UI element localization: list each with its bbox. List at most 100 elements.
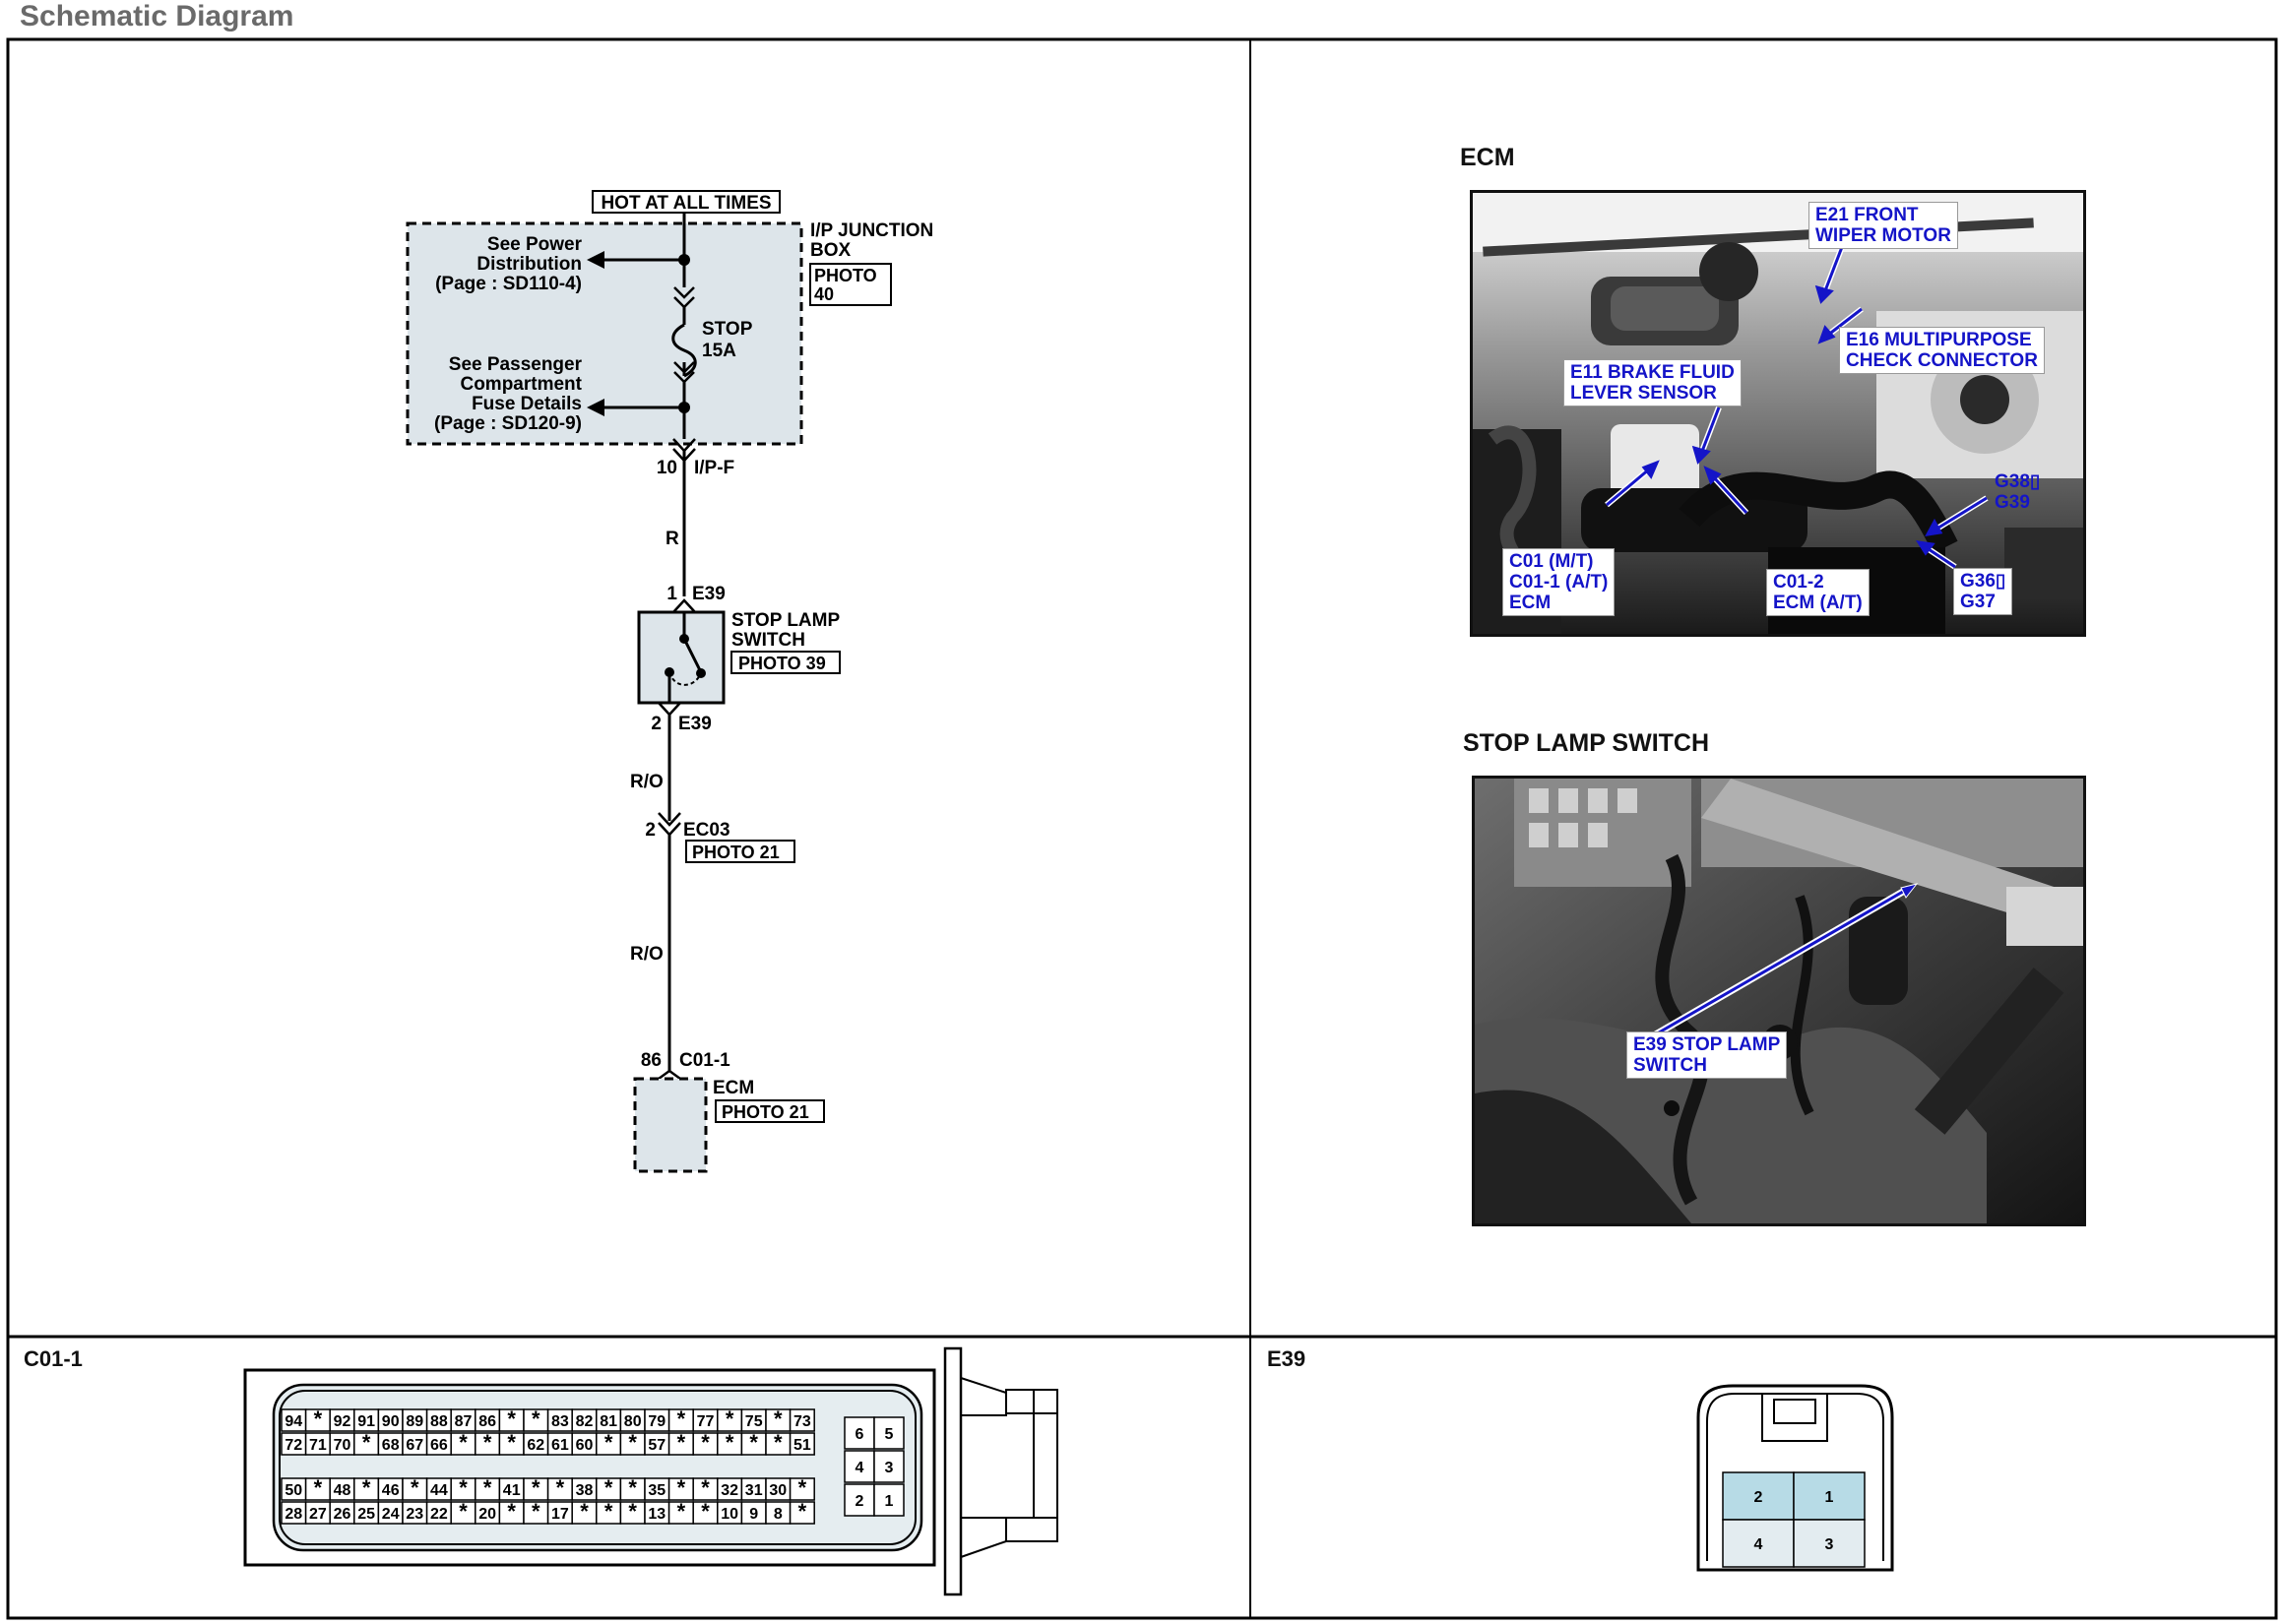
stop-lamp-switch-box <box>637 610 726 705</box>
c011-pin-r4-7: 22 <box>430 1506 448 1523</box>
c011-pin-r1-7: 88 <box>430 1413 448 1430</box>
c011-pin-r2-16: 57 <box>648 1437 666 1454</box>
c011-pin-r1-20: 75 <box>745 1413 763 1430</box>
ipf-pin: 10 <box>657 458 677 478</box>
c011-pin-r1-2: * <box>314 1406 323 1431</box>
c011-pin-r3-10: 41 <box>503 1482 521 1499</box>
c011-pin-r2-22-cell <box>789 1432 815 1456</box>
c011-pin-r4-20: 9 <box>749 1506 758 1523</box>
c011-pin-r3-18: * <box>701 1475 710 1500</box>
c011-pin-r3-6: * <box>411 1475 419 1500</box>
c011-pin-r1-3: 92 <box>334 1413 351 1430</box>
c011-pin-r3-21: 30 <box>769 1482 787 1499</box>
c011-pin-r1-6: 89 <box>406 1413 423 1430</box>
c011-pin-r1-22-cell <box>789 1408 815 1432</box>
c011-pin-r3-13: 38 <box>576 1482 594 1499</box>
schematic-diagram: HOT AT ALL TIMES I/P JUNCTION BOX PHOTO … <box>406 190 933 1173</box>
c011-pin-r4-10: * <box>507 1499 516 1524</box>
e39-pin-2: 2 <box>1754 1489 1763 1506</box>
power-ref-3: (Page : SD110-4) <box>435 274 582 294</box>
c011-pin-r1-22: 73 <box>793 1413 811 1430</box>
wire-color-3: R/O <box>630 944 664 965</box>
c011-pin-r2-5: 68 <box>382 1437 400 1454</box>
e39-pin-4: 4 <box>1754 1536 1763 1553</box>
ecm-photo-title: ECM <box>1460 144 1515 171</box>
c011-pin-r1-12: 83 <box>551 1413 569 1430</box>
c011-pin-r3-9: * <box>483 1475 492 1500</box>
c011-pin-r4-18: * <box>701 1499 710 1524</box>
c011-pin-r3-22: * <box>798 1475 807 1500</box>
c011-pin-r2-17: * <box>677 1430 686 1455</box>
c011-pin-r3-3: 48 <box>334 1482 351 1499</box>
callout-c01: C01 (M/T)C01-1 (A/T)ECM <box>1502 548 1616 616</box>
c011-pin-r1-15: 80 <box>624 1413 642 1430</box>
c011-pin-r2-4: * <box>362 1430 371 1455</box>
c011-pin-r2-18: * <box>701 1430 710 1455</box>
stop-lamp-photo-title: STOP LAMP SWITCH <box>1463 729 1710 757</box>
stop-lamp-callout-arrows <box>1645 883 1919 1043</box>
wire-color-2: R/O <box>630 772 664 792</box>
c011-pin-r3-4: * <box>362 1475 371 1500</box>
ecm-box <box>633 1077 708 1173</box>
c011-pin-r2-15: * <box>628 1430 637 1455</box>
e39-pin-3: 3 <box>1825 1536 1834 1553</box>
c011-small-pin-3-cell <box>873 1450 905 1483</box>
ecm-callout-arrows <box>1605 245 1989 570</box>
c011-pin-r2-14: * <box>604 1430 613 1455</box>
c011-pin-r2-12: 61 <box>551 1437 569 1454</box>
c011-small-pin-5-cell <box>873 1416 905 1450</box>
c011-pin-r4-19: 10 <box>721 1506 738 1523</box>
c011-pin-r2-3: 70 <box>334 1437 351 1454</box>
c011-pin-r2-8: * <box>459 1430 468 1455</box>
e39-pin-3-cell <box>1793 1519 1866 1568</box>
c011-pin-r2-19: * <box>726 1430 734 1455</box>
fuse-rating: 15A <box>702 341 736 361</box>
c011-pin-r1-4: 91 <box>357 1413 375 1430</box>
c011-pin-r2-22: 51 <box>793 1437 811 1454</box>
power-ref-1: See Power <box>487 234 583 255</box>
c011-pin-r4-14: * <box>604 1499 613 1524</box>
passenger-ref-4: (Page : SD120-9) <box>434 413 582 434</box>
c011-pin-r4-17: * <box>677 1499 686 1524</box>
switch-out-connector: E39 <box>678 714 712 734</box>
c011-pin-r1-19: * <box>726 1406 734 1431</box>
c011-pin-r1-8: 87 <box>455 1413 473 1430</box>
c011-pin-r1-18: 77 <box>697 1413 715 1430</box>
c011-pin-r4-15: * <box>628 1499 637 1524</box>
ipf-connector: I/P-F <box>694 458 734 478</box>
c011-pin-r1-5: 90 <box>382 1413 400 1430</box>
c011-pin-r4-9: 20 <box>478 1506 496 1523</box>
c011-pin-r3-22-cell <box>789 1477 815 1501</box>
c011-pin-r2-10: * <box>507 1430 516 1455</box>
c011-connector-label: C01-1 <box>24 1346 83 1371</box>
switch-photo-box <box>730 651 841 674</box>
c011-small-pin-5: 5 <box>885 1426 894 1443</box>
c011-pin-r4-1: 28 <box>285 1506 302 1523</box>
ec03-connector: EC03 <box>683 820 730 841</box>
c011-small-pin-2: 2 <box>856 1493 864 1510</box>
ecm-photo-box <box>715 1099 825 1123</box>
ec03-pin: 2 <box>645 820 656 841</box>
e39-pin-1-cell <box>1793 1471 1866 1521</box>
c011-pin-r2-9: * <box>483 1430 492 1455</box>
hot-label-box <box>592 190 781 214</box>
arrow-passenger <box>587 399 604 416</box>
c011-pin-r3-16: 35 <box>648 1482 666 1499</box>
junction-photo-1: PHOTO <box>814 266 877 285</box>
c011-pin-r3-5: 46 <box>382 1482 400 1499</box>
switch-in-pin: 1 <box>666 584 677 604</box>
c011-pin-r3-7: 44 <box>430 1482 448 1499</box>
c011-pin-r4-2: 27 <box>309 1506 327 1523</box>
c011-pin-r3-19: 32 <box>721 1482 738 1499</box>
ecm-photo: PHOTO 21 <box>722 1102 809 1122</box>
passenger-ref-3: Fuse Details <box>472 394 582 414</box>
switch-photo: PHOTO 39 <box>738 654 826 673</box>
c011-small-pin-1-cell <box>873 1483 905 1517</box>
c011-pin-r4-5: 24 <box>382 1506 400 1523</box>
c011-pin-r4-22: * <box>798 1499 807 1524</box>
c011-pin-r2-1: 72 <box>285 1437 302 1454</box>
